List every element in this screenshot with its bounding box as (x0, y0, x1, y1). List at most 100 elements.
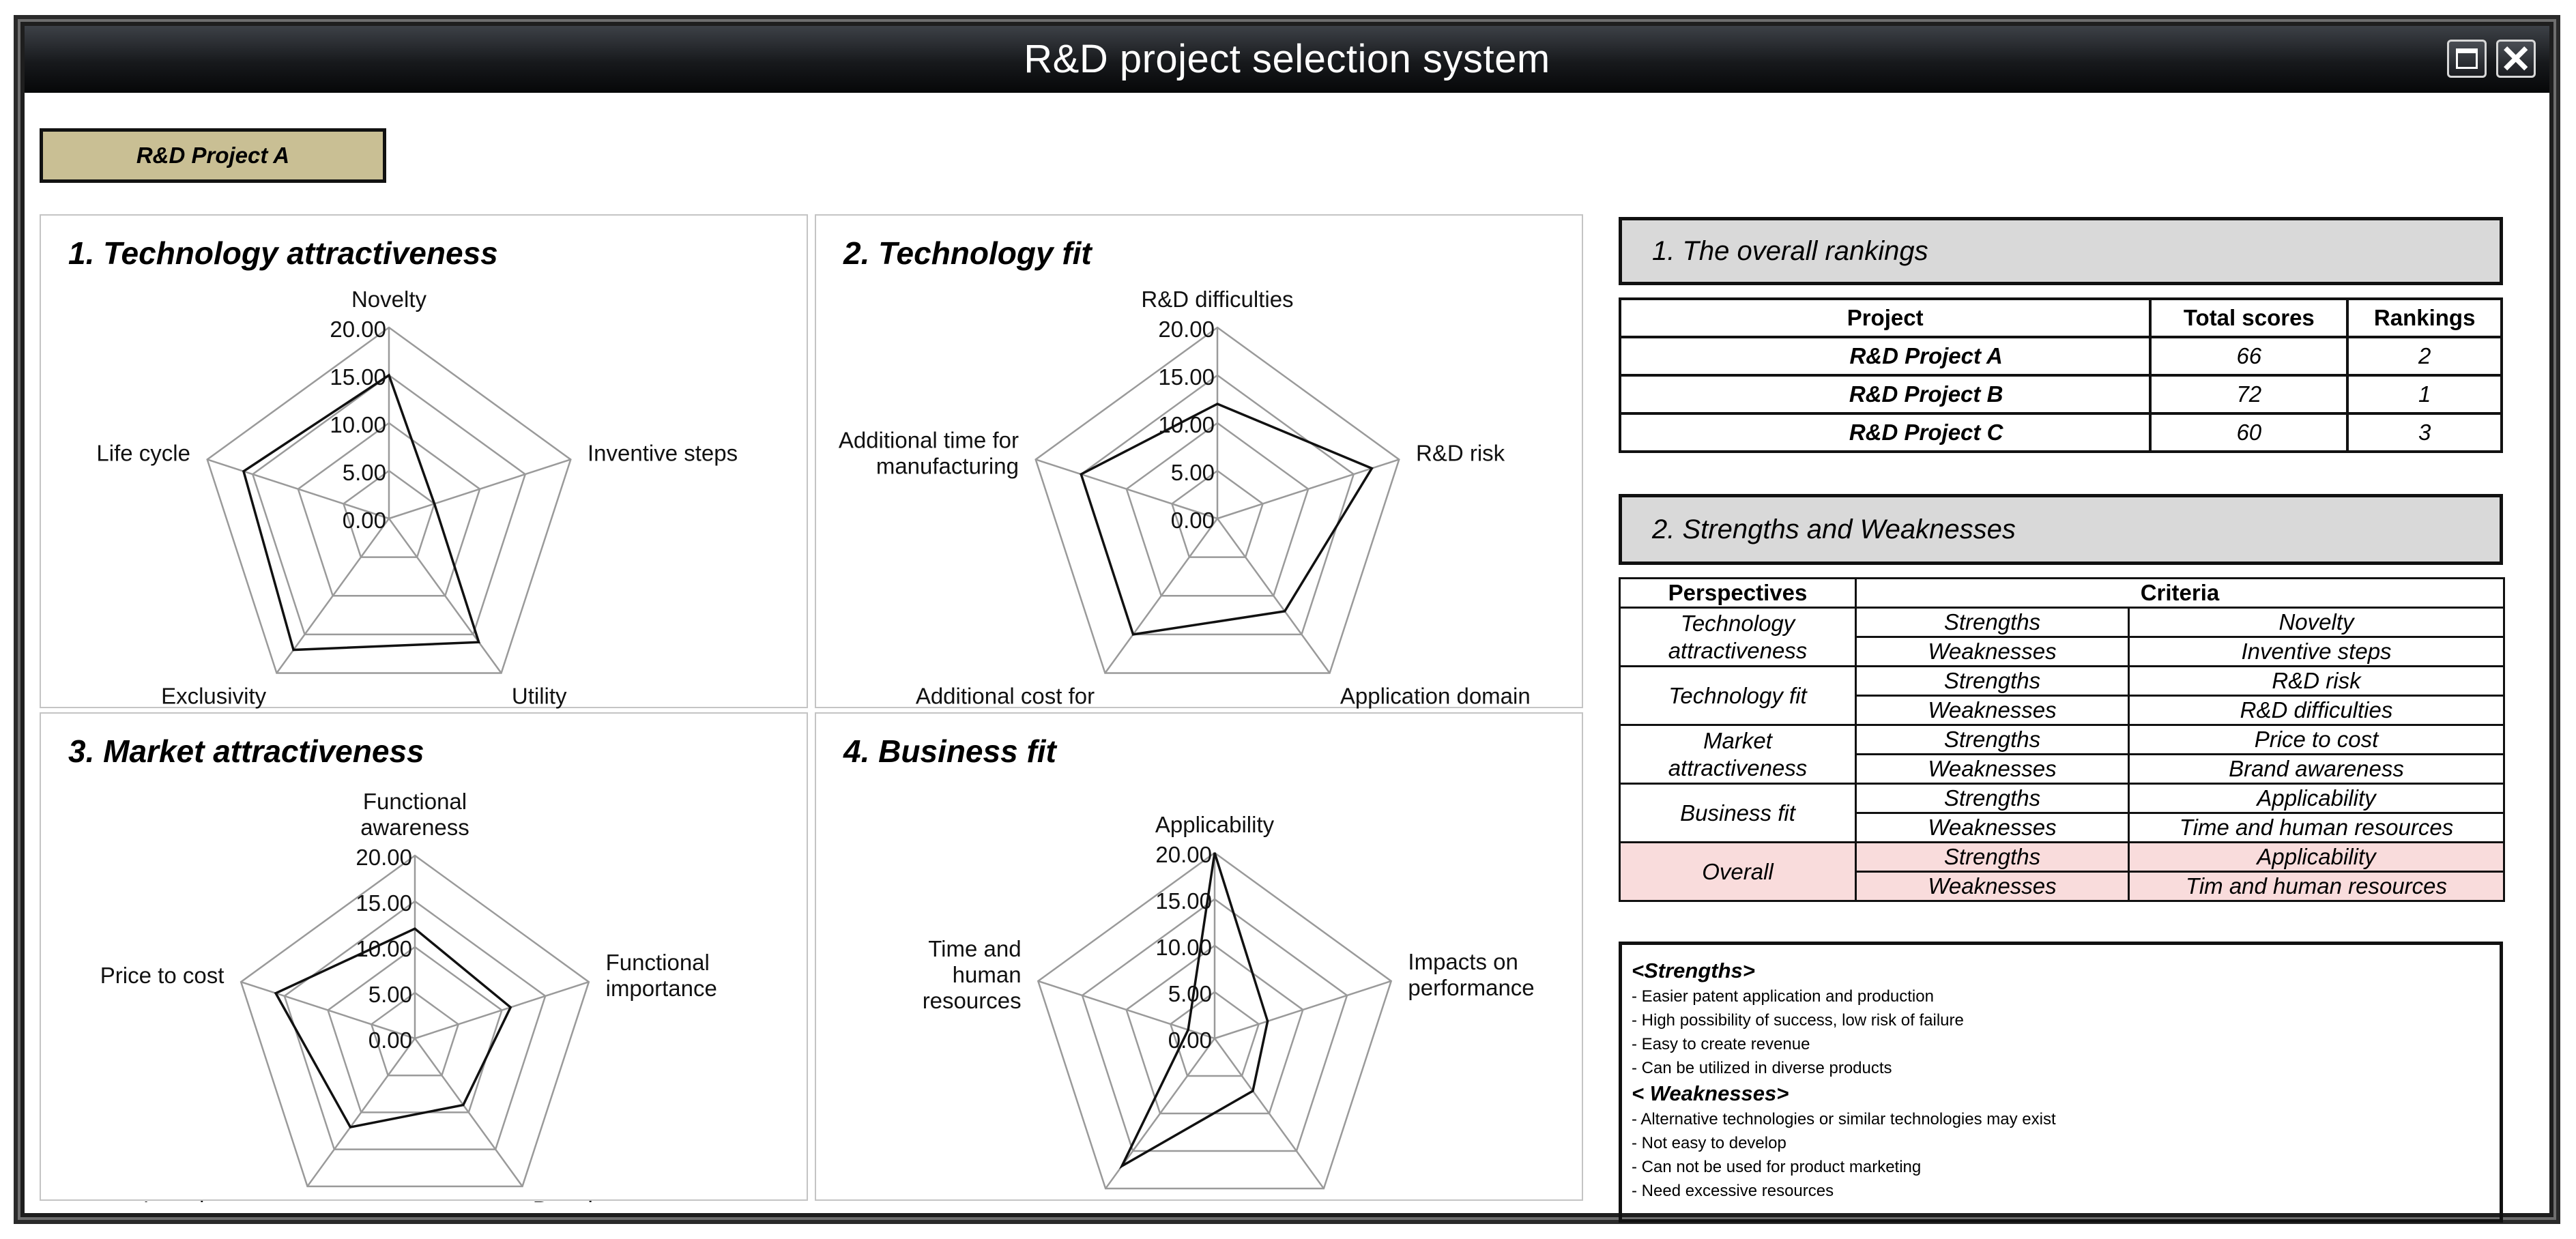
grid-ring (1170, 469, 1264, 558)
strengths-label: Strengths (1855, 607, 2130, 638)
app-window: R&D project selection system ✕ R&D Proje… (20, 22, 2553, 1223)
tick-label: 10.00 (356, 936, 412, 961)
ranking: 1 (2346, 374, 2503, 415)
grid-ring (206, 326, 572, 674)
axis-spoke (1035, 458, 1218, 520)
strength-criterion: Applicability (2128, 841, 2505, 873)
weaknesses-label: Weaknesses (1855, 695, 2130, 726)
chart-title: 4. Business fit (843, 733, 1056, 769)
table-row: Weaknesses Inventive steps (1620, 636, 2505, 667)
tick-label: 0.00 (343, 508, 386, 533)
weakness-criterion: Time and human resources (2128, 812, 2505, 843)
strengths-label: Strengths (1855, 724, 2130, 755)
axis-spoke (1213, 1038, 1325, 1189)
axis-spoke (306, 1038, 416, 1187)
tick-label: 5.00 (1168, 981, 1212, 1006)
grid-ring (1080, 374, 1355, 636)
total-score: 72 (2149, 374, 2349, 415)
tick-label: 10.00 (330, 412, 386, 437)
chart-title: 2. Technology fit (843, 235, 1092, 271)
grid-ring (297, 422, 481, 597)
project-name: R&D Project A (1618, 336, 2152, 377)
weaknesses-label: Weaknesses (1855, 636, 2130, 667)
tick-label: 15.00 (330, 364, 386, 390)
axis-spoke (414, 980, 590, 1040)
axis-label: Applicability (1155, 812, 1275, 837)
axis-spoke (1217, 458, 1400, 520)
grid-ring (1037, 851, 1393, 1190)
axis-label: R&D difficulties (1141, 287, 1293, 312)
weakness-criterion: Tim and human resources (2128, 871, 2505, 902)
series-line (242, 373, 481, 652)
tick-label: 0.00 (1171, 508, 1215, 533)
chart-title: 3. Market attractiveness (68, 733, 424, 769)
note-line: - Easy to create revenue (1632, 1035, 1810, 1053)
series-line (274, 927, 512, 1129)
weakness-criterion: Inventive steps (2128, 636, 2505, 667)
ranking: 3 (2346, 412, 2503, 453)
strengths-heading: <Strengths> (1632, 959, 1755, 982)
table-row: Business fit Strengths Applicability (1619, 783, 2505, 843)
col-perspectives: Perspectives (1619, 577, 1857, 609)
axis-spoke (414, 1038, 523, 1187)
weaknesses-label: Weaknesses (1855, 812, 2130, 843)
col-project: Project (1618, 297, 2152, 338)
table-row: Weaknesses Brand awareness (1620, 753, 2505, 785)
tick-label: 20.00 (1158, 317, 1215, 342)
col-total-scores: Total scores (2149, 297, 2349, 338)
axis-spoke (1214, 980, 1392, 1040)
table-row: R&D Project A 66 2 (1618, 336, 2503, 377)
axis-spoke (276, 518, 390, 674)
tick-label: 10.00 (1155, 935, 1212, 960)
close-button[interactable]: ✕ (2496, 39, 2536, 80)
rankings-header: 1. The overall rankings (1619, 217, 2503, 285)
axis-spoke (1037, 980, 1215, 1040)
grid-ring (251, 374, 527, 636)
strengths-label: Strengths (1855, 783, 2130, 814)
project-name: R&D Project C (1618, 412, 2152, 453)
tick-label: 5.00 (343, 460, 386, 485)
axis-spoke (1216, 518, 1331, 674)
table-row: R&D Project B 72 1 (1618, 374, 2503, 415)
axis-label: Application domain (1340, 684, 1531, 709)
strength-criterion: Novelty (2128, 607, 2505, 638)
strength-criterion: Price to cost (2128, 724, 2505, 755)
tick-label: 5.00 (368, 982, 412, 1007)
axis-label: ROI (1055, 1199, 1095, 1202)
axis-spoke (388, 458, 571, 520)
tick-label: 15.00 (1158, 364, 1215, 390)
axis-label: Exclusivity (161, 684, 267, 709)
tick-label: 10.00 (1158, 412, 1215, 437)
project-selector[interactable]: R&D Project A (40, 128, 386, 183)
note-line: - Easier patent application and producti… (1632, 987, 1934, 1006)
axis-label: Inventive steps (588, 440, 738, 465)
maximize-button[interactable] (2447, 40, 2487, 78)
ranking: 2 (2346, 336, 2503, 377)
radar-chart: 0.005.0010.0015.0020.00ApplicabilityImpa… (923, 812, 1535, 1202)
table-row: Weaknesses R&D difficulties (1620, 695, 2505, 726)
rankings-table: Project Total scores Rankings R&D Projec… (1618, 297, 2503, 453)
table-row-overall: Overall Strengths Applicability (1619, 841, 2505, 902)
axis-label: R&D risk (1416, 440, 1505, 465)
project-name: R&D Project B (1618, 374, 2152, 415)
strengths-label: Strengths (1855, 841, 2130, 873)
tick-label: 20.00 (356, 845, 412, 870)
axis-label: Life cycle (96, 440, 190, 465)
tick-label: 0.00 (1168, 1027, 1212, 1053)
axis-label: Price to cost (100, 963, 225, 988)
grid-ring (327, 946, 503, 1113)
axis-label: Investmentcost (1334, 1199, 1444, 1202)
